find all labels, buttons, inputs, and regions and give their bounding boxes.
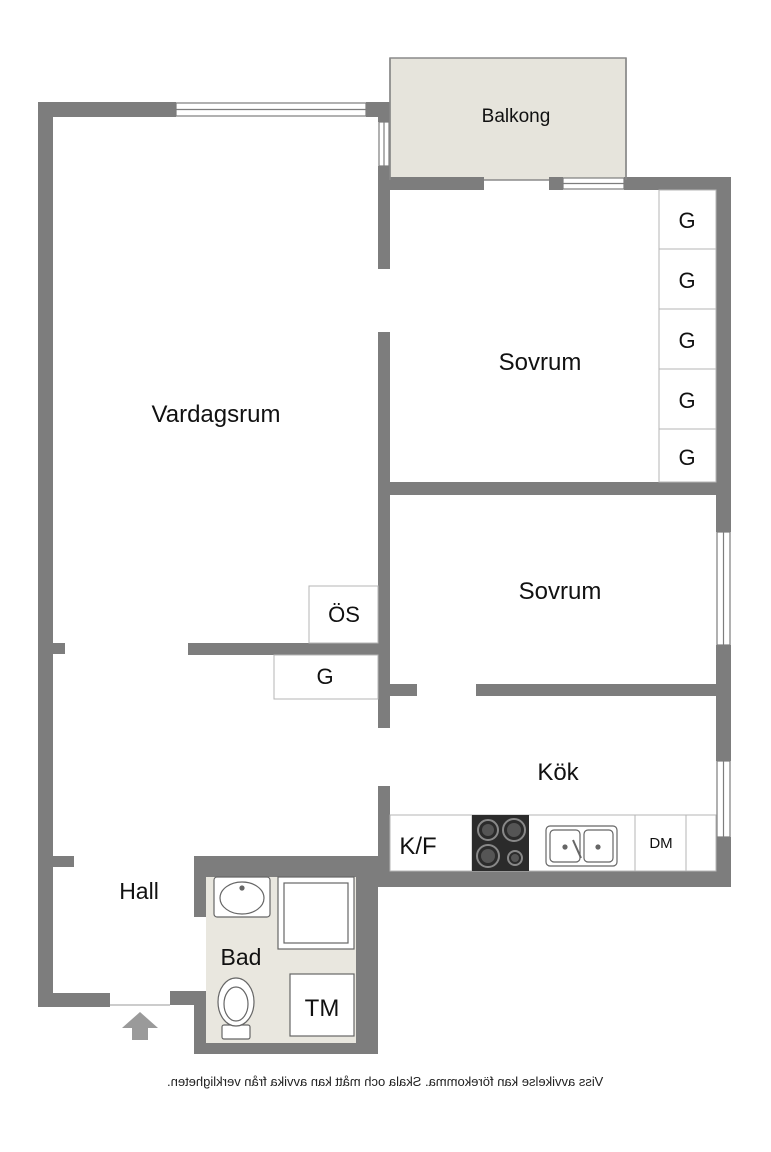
living-room-label: Vardagsrum [152,401,281,428]
wardrobe-column [658,189,717,483]
balcony-label: Balkong [482,106,551,127]
balcony-railing [389,58,627,180]
windows [175,102,731,838]
washing-machine [289,973,355,1037]
bathroom-label: Bad [221,944,262,970]
disclaimer: Viss avvikelse kan förekomma. Skala och … [0,1074,771,1089]
linen-cupboard-label: ÖS [328,602,360,627]
wardrobe-label: G [678,445,695,470]
entrance-arrow-icon [122,1012,158,1040]
bedroom-1-label: Sovrum [499,349,582,376]
fridge-freezer-label: K/F [399,833,436,860]
disclaimer-text: Viss avvikelse kan förekomma. Skala och … [167,1074,604,1089]
bedroom-2-label: Sovrum [519,578,602,605]
stove-icon [472,815,529,871]
wardrobe-label: G [678,268,695,293]
wardrobe-4 [658,368,717,430]
washing-machine-label: TM [305,995,340,1022]
wardrobe-5 [658,428,717,483]
walls [38,102,731,1054]
washbasin-icon [213,876,271,918]
wardrobe-label: G [678,208,695,233]
kitchen-sink-icon [545,825,618,867]
dishwasher-label: DM [649,835,672,852]
kitchen-label: Kök [537,759,579,786]
hall-wardrobe [273,654,379,700]
hall-label: Hall [119,878,159,904]
balcony-floor [389,57,627,181]
linen-cupboard [308,585,379,644]
hall-wardrobe-label: G [316,664,333,689]
shower-icon [277,876,355,950]
wardrobe-1 [658,189,717,250]
wardrobe-2 [658,248,717,310]
toilet-icon [217,977,255,1040]
wardrobe-label: G [678,328,695,353]
wardrobe-label: G [678,388,695,413]
